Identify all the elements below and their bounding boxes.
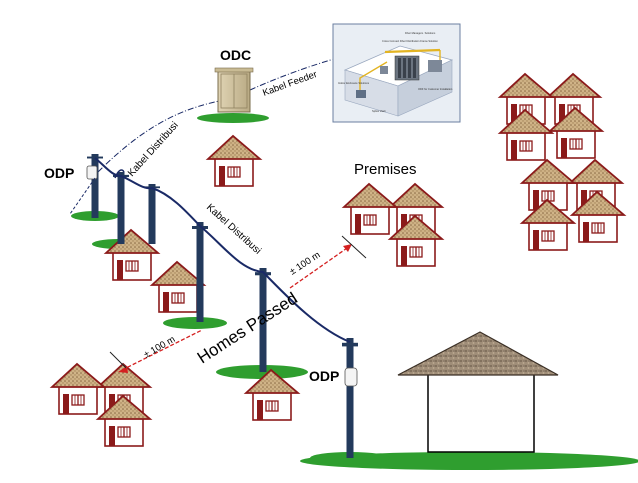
- grass-patch: [310, 452, 390, 464]
- odp-label-top: ODP: [44, 165, 74, 181]
- inset-note: Splice Vault: [372, 109, 386, 113]
- kabel-distribusi-label-lower: Kabel Distribusi: [204, 202, 263, 257]
- pole-icon: [342, 338, 358, 458]
- distance-label-lower: ± 100 m: [142, 334, 177, 361]
- inset-note: ODF for Customer Installation: [418, 87, 453, 91]
- distance-arrow-upper: [289, 235, 367, 289]
- distribution-cable: [94, 157, 351, 343]
- kabel-distribusi-label-upper: Kabel Distribusi: [126, 120, 181, 179]
- inset-note: Cross Connect Fiber Distribution Frame S…: [382, 39, 438, 43]
- distance-arrow-lower: [109, 329, 203, 373]
- odc-cabinet: [214, 67, 254, 113]
- house-icon: [207, 135, 261, 187]
- grass-patch: [197, 113, 269, 123]
- odp-box-top: [86, 165, 98, 180]
- kabel-feeder-label: Kabel Feeder: [261, 69, 318, 99]
- odp-box-bottom: [344, 367, 358, 387]
- drop-cable: [69, 177, 96, 215]
- house-icon: [51, 363, 105, 415]
- big-house: [397, 331, 559, 453]
- inset-note: Fiber Managem. Solutions: [405, 31, 436, 35]
- cable-link: [114, 169, 125, 179]
- central-office-inset: Fiber Managem. Solutions Cross Connect F…: [332, 23, 461, 123]
- grass-patches: [71, 113, 638, 470]
- house-cluster-bottom-left: [51, 363, 151, 447]
- grass-patch: [163, 317, 227, 329]
- house-icon: [151, 261, 205, 313]
- house-cluster-right: [499, 73, 625, 251]
- inset-note: Indoor Enclosure Solutions: [338, 81, 370, 85]
- house-icon: [343, 183, 397, 235]
- pole-icon: [144, 184, 160, 244]
- house-cluster-premises: [343, 183, 443, 267]
- odc-label: ODC: [220, 47, 251, 63]
- odp-label-bottom: ODP: [309, 368, 339, 384]
- distance-label-upper: ± 100 m: [288, 250, 323, 278]
- grass-patch: [216, 365, 308, 379]
- premises-label: Premises: [354, 161, 417, 178]
